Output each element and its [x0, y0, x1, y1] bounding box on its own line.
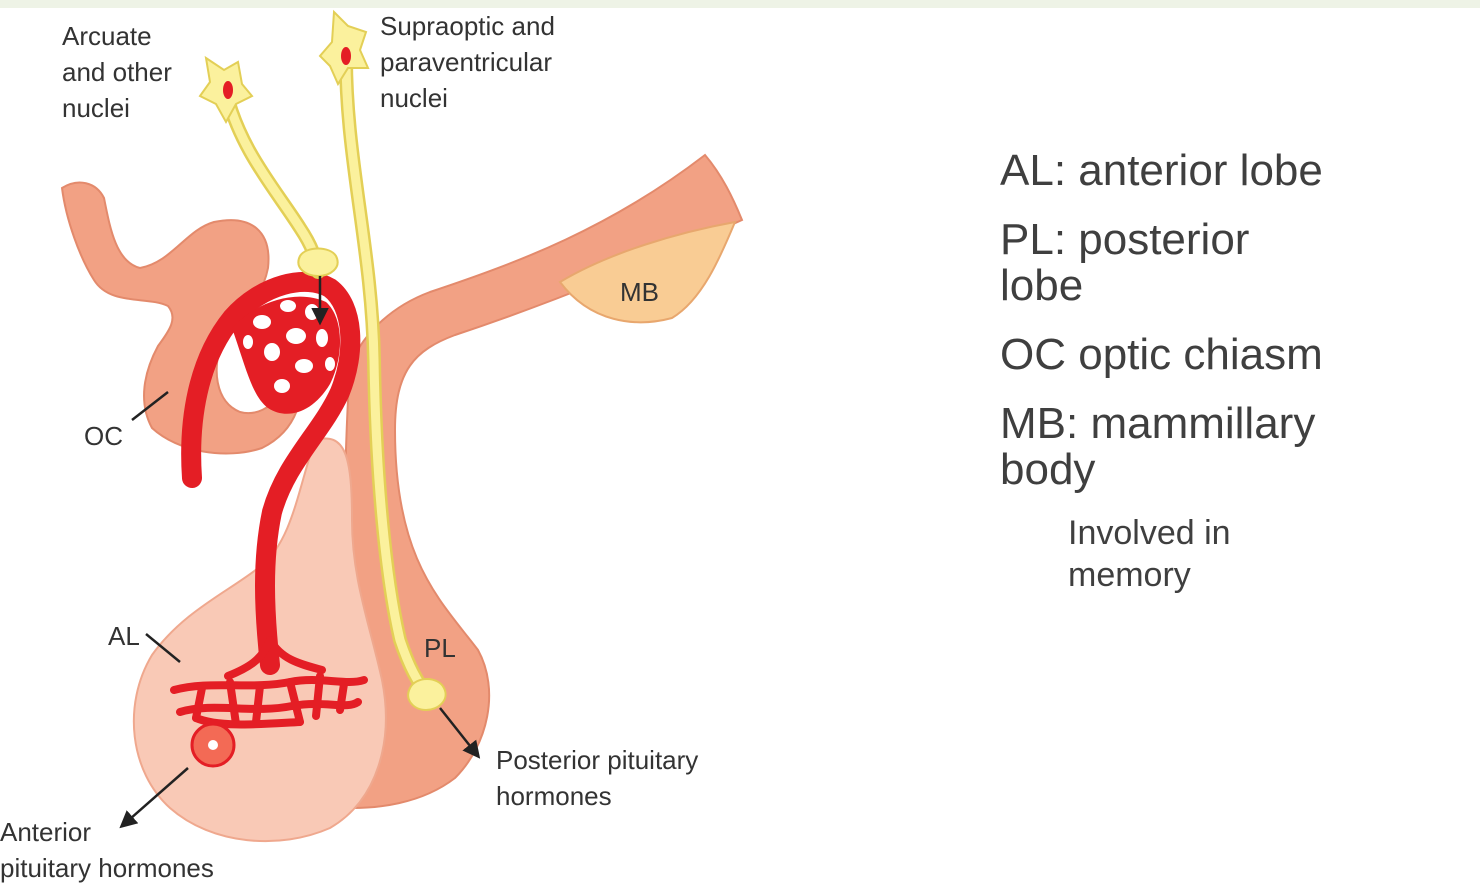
- label-posterior-hormones: Posterior pituitary hormones: [496, 745, 699, 811]
- capillary-holes: [243, 300, 335, 393]
- oc-pointer: [131, 391, 169, 421]
- arrow-posterior-hormones: [439, 707, 481, 759]
- pituitary-diagram: [60, 9, 744, 843]
- label-supraoptic: Supraoptic and paraventricular nuclei: [380, 11, 555, 113]
- label-anterior-hormones: Anterior pituitary hormones: [0, 817, 214, 883]
- top-bar: [0, 0, 1480, 8]
- label-oc: OC: [84, 421, 123, 451]
- label-pl: PL: [424, 633, 456, 663]
- arrow-anterior-hormones: [119, 767, 189, 829]
- label-al: AL: [108, 621, 140, 651]
- legend-pl: PL: posterior lobe: [1000, 215, 1250, 310]
- arcuate-terminal: [297, 247, 339, 278]
- legend-al: AL: anterior lobe: [1000, 146, 1323, 195]
- al-pointer: [145, 633, 181, 663]
- legend-mb: MB: mammillary body: [1000, 399, 1316, 494]
- portal-vessel: [181, 271, 361, 675]
- label-arcuate: Arcuate and other nuclei: [62, 21, 172, 123]
- legend-oc: OC optic chiasm: [1000, 330, 1323, 379]
- legend-mb-note: Involved in memory: [1068, 514, 1231, 594]
- supraoptic-terminal: [407, 678, 447, 712]
- legend: AL: anterior lobe PL: posterior lobe OC …: [1000, 148, 1440, 596]
- mammillary-body: [558, 220, 737, 324]
- label-mb: MB: [620, 277, 659, 307]
- secondary-plexus: [170, 636, 368, 729]
